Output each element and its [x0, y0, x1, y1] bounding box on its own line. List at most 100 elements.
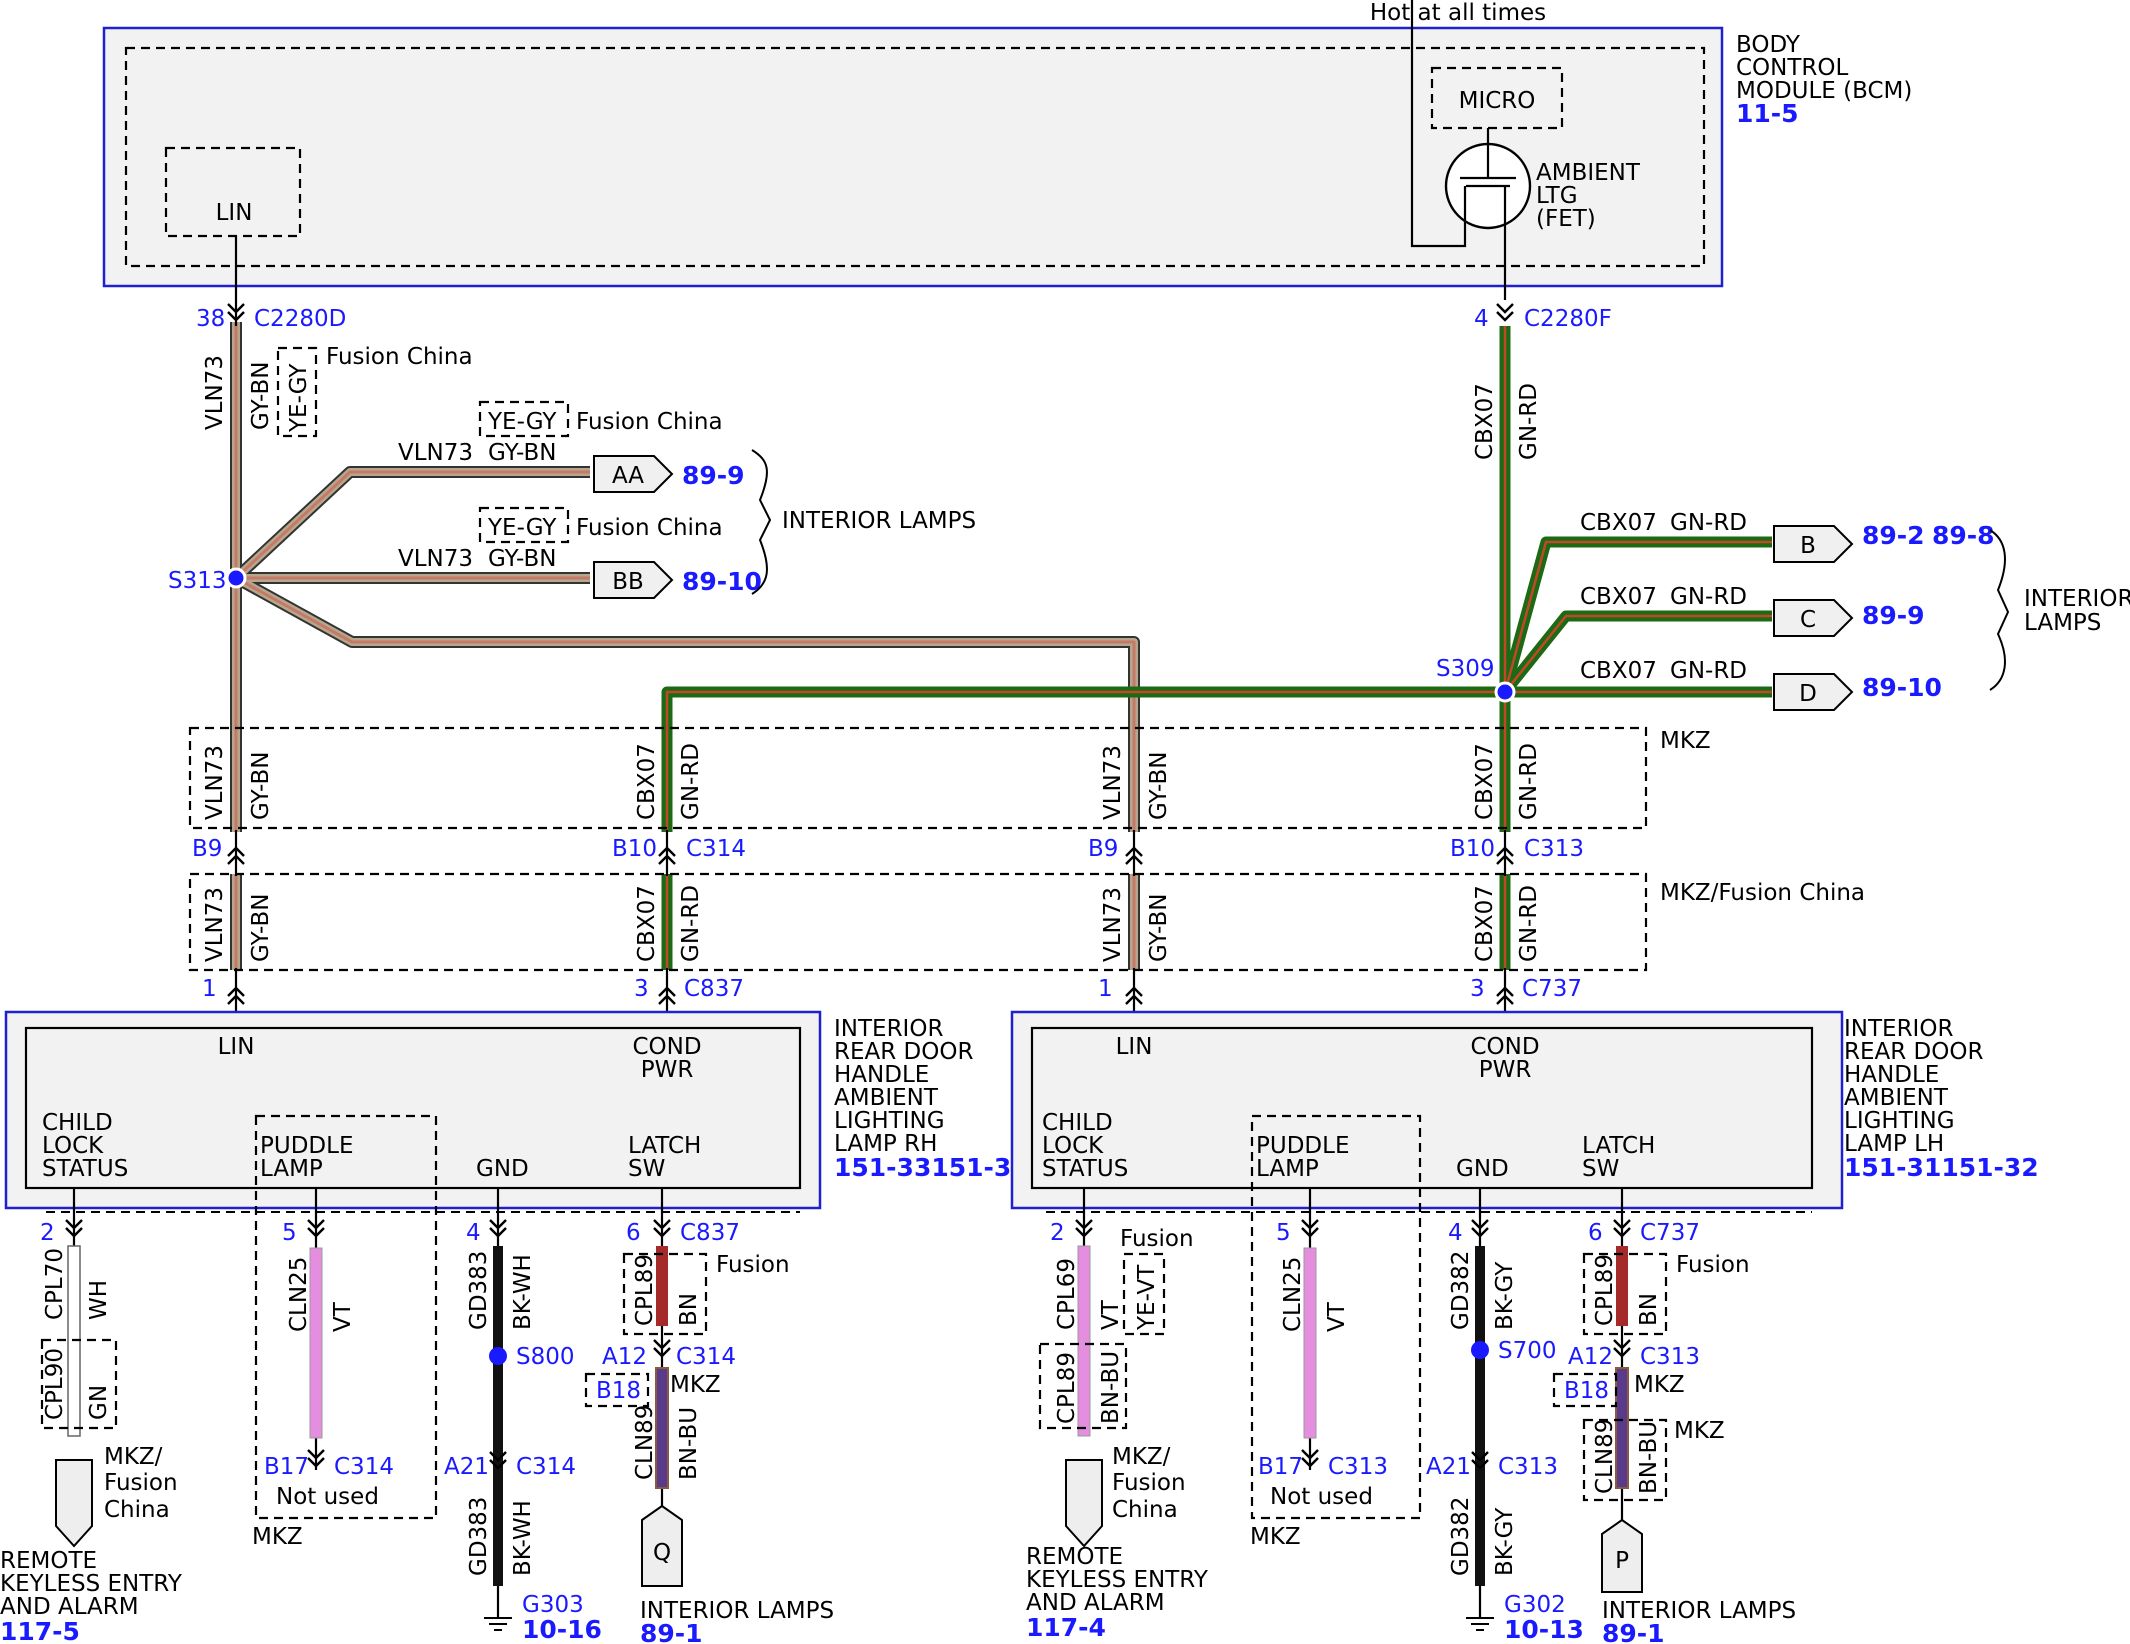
bcm-ref: 11-5 — [1736, 99, 1799, 128]
rh-pin-5: 5 — [282, 1220, 297, 1246]
offpage-q[interactable] — [641, 1504, 683, 1587]
fusion-china-aa: Fusion China — [576, 409, 723, 435]
ref-bb[interactable]: 89-10 — [682, 567, 762, 596]
ref-b2[interactable]: 89-8 — [1932, 521, 1995, 550]
lh-remote-ref[interactable]: 117-4 — [1026, 1613, 1106, 1642]
c2280d-label: C2280D — [254, 306, 346, 332]
rh-remote-ref[interactable]: 117-5 — [0, 1617, 80, 1644]
rh-title-1: INTERIOR — [834, 1016, 943, 1042]
lh-a21: A21 — [1426, 1454, 1471, 1480]
brace-right — [1989, 529, 2010, 691]
bcm-module: LIN MICRO Hot at all times AMBIENT LTG (… — [102, 0, 1912, 300]
lh-title-3: HANDLE — [1844, 1062, 1939, 1088]
hot-at-all-times-label: Hot at all times — [1370, 0, 1546, 26]
lh-pin-4: 4 — [1448, 1220, 1463, 1246]
rh-title-4: AMBIENT — [834, 1085, 939, 1111]
g303-ref[interactable]: 10-16 — [522, 1615, 602, 1644]
splice-s309 — [1494, 681, 1516, 703]
rh-fusion-s: Fusion — [104, 1470, 178, 1496]
c-label: C — [1800, 607, 1816, 633]
cbx07-b2: CBX07 — [1472, 743, 1498, 820]
interior-lamps-left: INTERIOR LAMPS — [782, 508, 976, 534]
rh-mkz-s: MKZ/ — [104, 1444, 163, 1470]
lh-cpl69: CPL69 — [1054, 1258, 1080, 1330]
gnrd-c1: GN-RD — [678, 885, 704, 962]
offpage-c[interactable]: C — [1773, 599, 1854, 637]
rh-ref[interactable]: 151-33151-34 — [834, 1153, 1029, 1182]
ground-icon-g302 — [1466, 1617, 1494, 1631]
fusion-china-label: Fusion China — [326, 344, 473, 370]
ref-b1[interactable]: 89-2 — [1862, 521, 1925, 550]
bcm-title-2: CONTROL — [1736, 55, 1849, 81]
lh-mkz-latch: MKZ — [1634, 1372, 1685, 1398]
lh-puddle: PUDDLE — [1256, 1133, 1349, 1159]
brace-left — [751, 449, 772, 595]
lh-china: China — [1112, 1497, 1178, 1523]
gnrd-top: GN-RD — [1516, 383, 1542, 460]
rh-a21: A21 — [444, 1454, 489, 1480]
ref-aa[interactable]: 89-9 — [682, 461, 745, 490]
module-rh: LIN COND PWR CHILD LOCK STATUS PUDDLE LA… — [4, 1010, 1029, 1210]
rh-remote-connector[interactable] — [55, 1459, 93, 1548]
bkgy-a: BK-GY — [1492, 1261, 1518, 1330]
bb-label: BB — [612, 569, 644, 595]
offpage-d[interactable]: D — [1773, 673, 1854, 711]
rh-cpl89: CPL89 — [632, 1254, 658, 1326]
offpage-aa[interactable]: AA — [593, 455, 674, 493]
rh-vt: VT — [330, 1301, 356, 1332]
g302-ref[interactable]: 10-13 — [1504, 1615, 1584, 1644]
s700-label: S700 — [1498, 1338, 1557, 1364]
lh-a12: A12 — [1568, 1344, 1613, 1370]
cbx07-d: CBX07 — [1580, 658, 1657, 684]
lh-remote-connector[interactable] — [1065, 1459, 1103, 1548]
ref-d[interactable]: 89-10 — [1862, 673, 1942, 702]
lh-cpl89: CPL89 — [1592, 1254, 1618, 1326]
gd383-b: GD383 — [466, 1497, 492, 1576]
lh-mkz-bottom: MKZ — [1250, 1524, 1301, 1550]
lh-puddle-box — [1250, 1114, 1422, 1520]
gn: GN — [86, 1385, 112, 1420]
aa-label: AA — [612, 463, 644, 489]
lh-pin-5: 5 — [1276, 1220, 1291, 1246]
gybn-aa: GY-BN — [488, 440, 556, 466]
rh-lock: LOCK — [42, 1133, 104, 1159]
gnrd-b2: GN-RD — [1516, 743, 1542, 820]
lh-cln25: CLN25 — [1280, 1257, 1306, 1332]
ref-q[interactable]: 89-1 — [640, 1619, 703, 1644]
rh-lamp: LAMP — [260, 1156, 323, 1182]
lh-remote-2: KEYLESS ENTRY — [1026, 1567, 1209, 1593]
mkz-band-label: MKZ — [1660, 728, 1711, 754]
ref-p[interactable]: 89-1 — [1602, 1619, 1665, 1644]
lh-interior-lamps: INTERIOR LAMPS — [1602, 1598, 1796, 1624]
c2280f-label: C2280F — [1524, 306, 1612, 332]
offpage-bb[interactable]: BB — [593, 561, 674, 599]
rh-b17: B17 — [264, 1454, 309, 1480]
offpage-b[interactable]: B — [1773, 525, 1854, 563]
vln73-c2: VLN73 — [1100, 887, 1126, 962]
vln73-label: VLN73 — [202, 355, 228, 430]
c837-top: C837 — [684, 976, 744, 1002]
pin-4: 4 — [1474, 306, 1489, 332]
gnrd-d: GN-RD — [1670, 658, 1747, 684]
rh-interior-lamps: INTERIOR LAMPS — [640, 1598, 834, 1624]
bcm-lin-box — [164, 146, 302, 238]
cbx07-c1: CBX07 — [634, 885, 660, 962]
cbx07-c2: CBX07 — [1472, 885, 1498, 962]
lh-child: CHILD — [1042, 1110, 1113, 1136]
cbx07-b: CBX07 — [1580, 510, 1657, 536]
c314-top: C314 — [686, 836, 746, 862]
bkwh-a: BK-WH — [510, 1254, 536, 1330]
gd382-b: GD382 — [1448, 1497, 1474, 1576]
wh: WH — [86, 1280, 112, 1320]
mkz-fc-band-label: MKZ/Fusion China — [1660, 880, 1865, 906]
gybn-c2: GY-BN — [1146, 894, 1172, 962]
ambient-label: AMBIENT — [1536, 160, 1641, 186]
offpage-p[interactable] — [1601, 1518, 1643, 1593]
lh-c313-b17: C313 — [1328, 1454, 1388, 1480]
lh-fusion-child: Fusion — [1120, 1226, 1194, 1252]
c313-top: C313 — [1524, 836, 1584, 862]
lh-ref[interactable]: 151-31151-32 — [1844, 1153, 2039, 1182]
vln73-c1: VLN73 — [202, 887, 228, 962]
ref-c[interactable]: 89-9 — [1862, 601, 1925, 630]
fet-label: (FET) — [1536, 206, 1596, 232]
